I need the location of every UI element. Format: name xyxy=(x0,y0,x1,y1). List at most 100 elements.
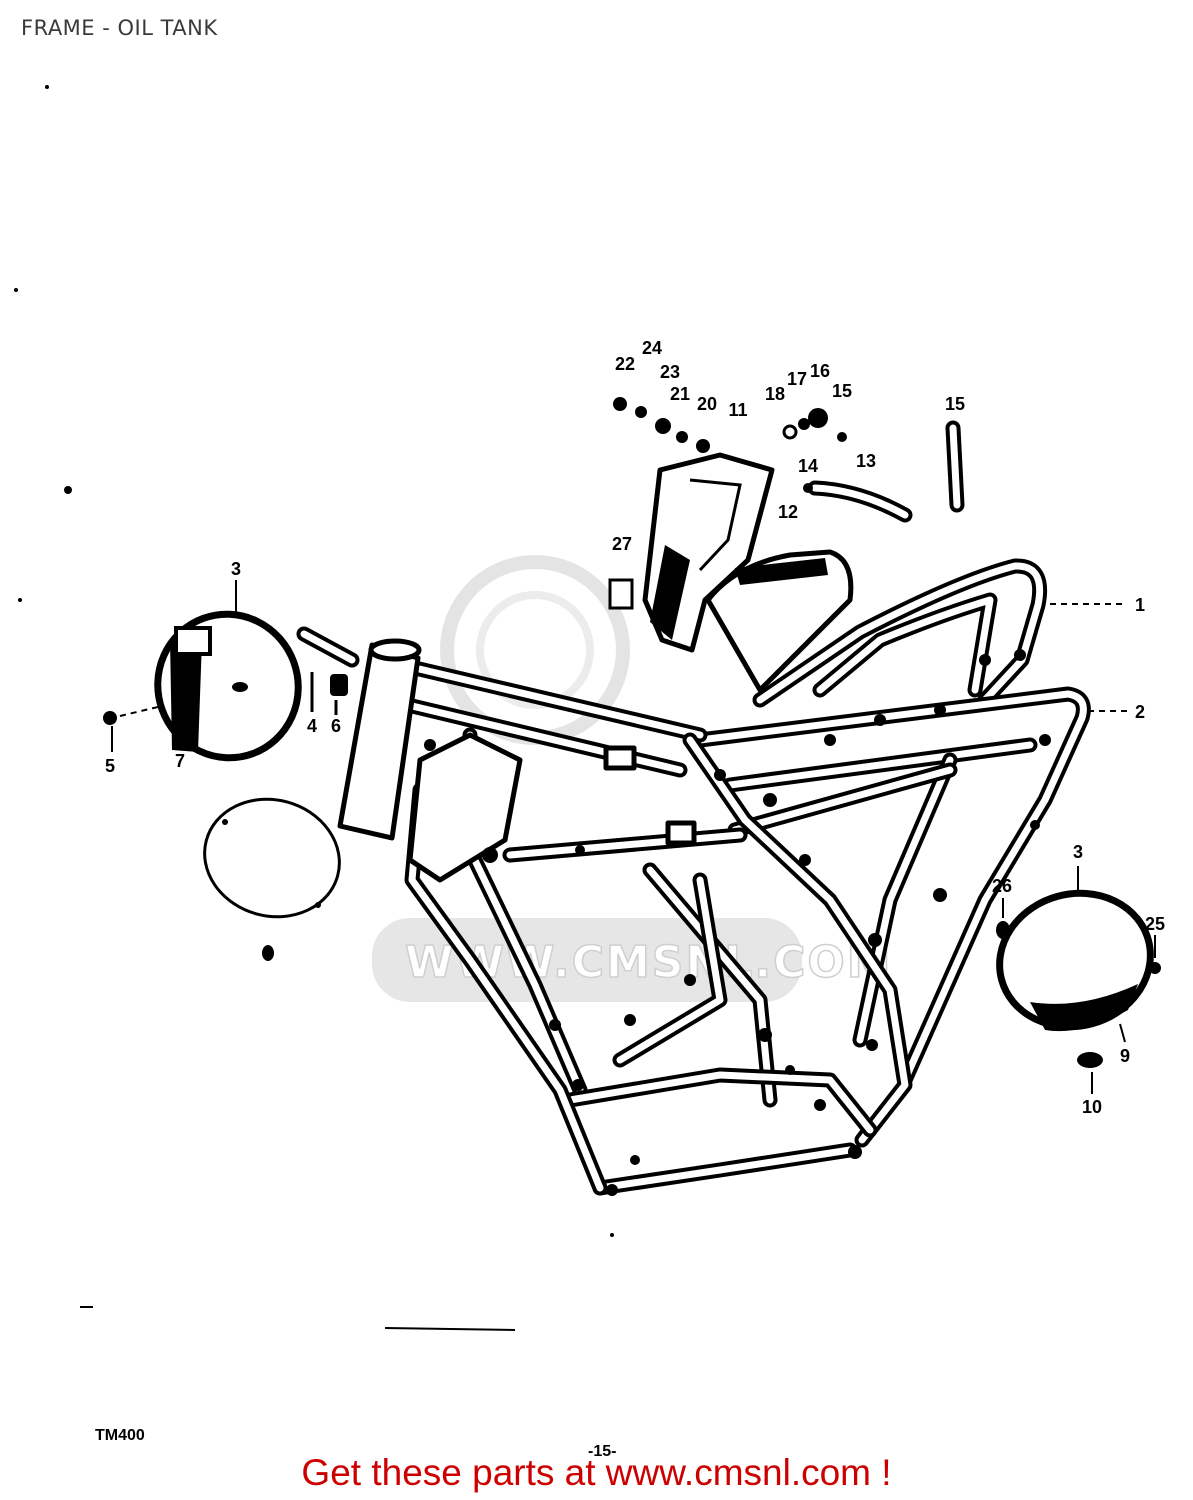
frame-engine-mount-bore xyxy=(616,876,724,1064)
mount-lug xyxy=(630,1155,640,1165)
oil-tank-top-band xyxy=(735,558,828,585)
leader-line xyxy=(1119,1023,1126,1043)
right-side-cover-group xyxy=(996,866,1161,1094)
mount-lug xyxy=(763,793,777,807)
mount-lug xyxy=(868,933,882,947)
fastener xyxy=(837,432,847,442)
cover-screw xyxy=(232,682,248,692)
oil-tank-cap xyxy=(808,408,828,428)
frame-cross-member-bore xyxy=(506,831,744,859)
cover-mount-nut xyxy=(330,674,348,696)
part-label-24: 24 xyxy=(642,338,662,358)
oil-tank-bracket-dark-fold xyxy=(650,545,690,640)
part-label-11: 11 xyxy=(728,400,747,420)
steering-head-top-cap xyxy=(368,638,422,662)
frame-cross-member-rear-bore xyxy=(731,766,954,834)
mount-lug xyxy=(824,734,836,746)
mount-lug xyxy=(1030,820,1040,830)
scan-specks xyxy=(14,85,614,1331)
speck xyxy=(45,85,49,89)
right-cover-emblem xyxy=(1030,984,1138,1032)
side-cover-emblem xyxy=(170,640,202,752)
part-label-7: 7 xyxy=(175,751,185,771)
model-code: TM400 xyxy=(95,1427,145,1444)
speck xyxy=(64,486,72,494)
left-side-cover xyxy=(154,610,302,762)
part-label-6: 6 xyxy=(331,716,341,736)
frame-rear-rail-lower-bore xyxy=(726,741,1034,789)
oil-tank-bracket-detail xyxy=(689,478,742,572)
washer xyxy=(676,431,688,443)
cover-mount-rod-bore xyxy=(300,630,356,664)
part-label-15-a: 15 xyxy=(832,381,852,401)
part-label-3-left: 3 xyxy=(231,559,241,579)
mount-lug xyxy=(684,974,696,986)
part-label-14: 14 xyxy=(798,456,818,476)
frame-mid-diagonal-bore xyxy=(646,866,774,1104)
oil-tank-assembly xyxy=(608,397,965,693)
frame-assembly xyxy=(337,558,1091,1196)
frame-upper-loop-inner-bore xyxy=(816,596,994,694)
mount-lug xyxy=(575,845,585,855)
mount-lug xyxy=(549,1019,561,1031)
mount-lug xyxy=(714,769,726,781)
washer xyxy=(782,424,798,440)
part-label-9: 9 xyxy=(1120,1046,1130,1066)
frame-tab xyxy=(665,820,697,846)
oil-tank xyxy=(705,549,854,693)
cover-bolt xyxy=(103,711,117,725)
mount-lug xyxy=(606,1184,618,1196)
mount-lug xyxy=(933,888,947,902)
part-label-16: 16 xyxy=(810,361,830,381)
part-label-22: 22 xyxy=(615,354,635,374)
gasket-hole xyxy=(315,902,321,908)
part-label-18: 18 xyxy=(765,384,785,404)
part-label-12: 12 xyxy=(778,502,798,522)
part-label-3-right: 3 xyxy=(1073,842,1083,862)
cover-grommet xyxy=(1149,962,1161,974)
frame-gusset xyxy=(407,732,523,883)
fastener xyxy=(655,418,671,434)
part-label-1: 1 xyxy=(1135,595,1145,615)
fastener xyxy=(613,397,627,411)
frame-top-tube-bore xyxy=(411,664,704,739)
mount-lug xyxy=(572,1079,584,1091)
emblem-mount xyxy=(174,626,212,656)
part-label-21: 21 xyxy=(670,384,690,404)
part-label-15-b: 15 xyxy=(945,394,965,414)
oil-tank-damper xyxy=(608,578,634,610)
watermark-logo-inner xyxy=(476,591,594,709)
oil-hose-bore xyxy=(811,484,909,519)
part-label-25: 25 xyxy=(1145,914,1165,934)
cover-damper xyxy=(1077,1052,1103,1068)
mount-lug xyxy=(482,847,498,863)
mount-lug xyxy=(866,1039,878,1051)
part-label-26: 26 xyxy=(992,876,1012,896)
part-label-5: 5 xyxy=(105,756,115,776)
mount-lug xyxy=(758,1028,772,1042)
page-title: FRAME - OIL TANK xyxy=(21,16,218,40)
part-label-23: 23 xyxy=(660,362,680,382)
frame-upper-loop-bore xyxy=(756,562,1044,704)
frame-cradle-upper-bore xyxy=(566,1071,874,1134)
part-label-20: 20 xyxy=(697,394,717,414)
mount-lug xyxy=(979,654,991,666)
frame-mounts xyxy=(424,649,1051,1196)
part-label-4: 4 xyxy=(307,716,317,736)
mount-lug xyxy=(814,1099,826,1111)
part-label-13: 13 xyxy=(856,451,876,471)
frame-seat-post-bore xyxy=(686,736,909,1144)
gasket-hole xyxy=(222,819,228,825)
speck xyxy=(14,288,18,292)
page-number: -15- xyxy=(588,1443,616,1460)
frame-tab xyxy=(603,745,637,771)
speck xyxy=(18,598,22,602)
part-label-10: 10 xyxy=(1082,1097,1102,1117)
fastener xyxy=(798,418,810,430)
speck xyxy=(610,1233,614,1237)
get-parts-link[interactable]: Get these parts at www.cmsnl.com ! xyxy=(301,1452,892,1493)
cover-grommet xyxy=(262,945,274,961)
hose-clamp xyxy=(803,483,813,493)
